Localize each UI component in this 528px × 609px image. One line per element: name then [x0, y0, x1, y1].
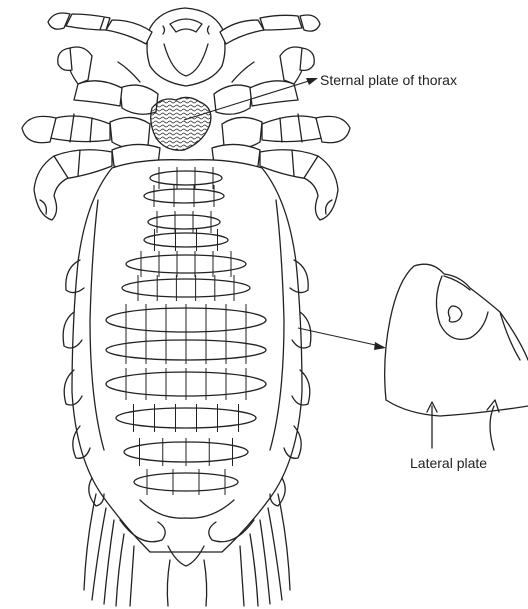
right-antenna: [220, 15, 320, 44]
sternite-2: [144, 189, 224, 203]
lateral-plate-label: Lateral plate: [410, 455, 487, 471]
sternite-6: [122, 279, 250, 297]
lateral-plate-detail: [385, 264, 528, 450]
sternite-5: [126, 255, 246, 273]
sternite-1: [150, 171, 222, 185]
sternite-3: [148, 215, 220, 229]
sternite-10: [116, 408, 256, 428]
sternal-plate-label: Sternal plate of thorax: [320, 72, 457, 88]
left-antenna: [48, 13, 152, 44]
sternal-plate: [151, 97, 211, 150]
head: [147, 8, 225, 86]
sternite-12: [134, 473, 238, 491]
sternite-4: [144, 233, 228, 247]
